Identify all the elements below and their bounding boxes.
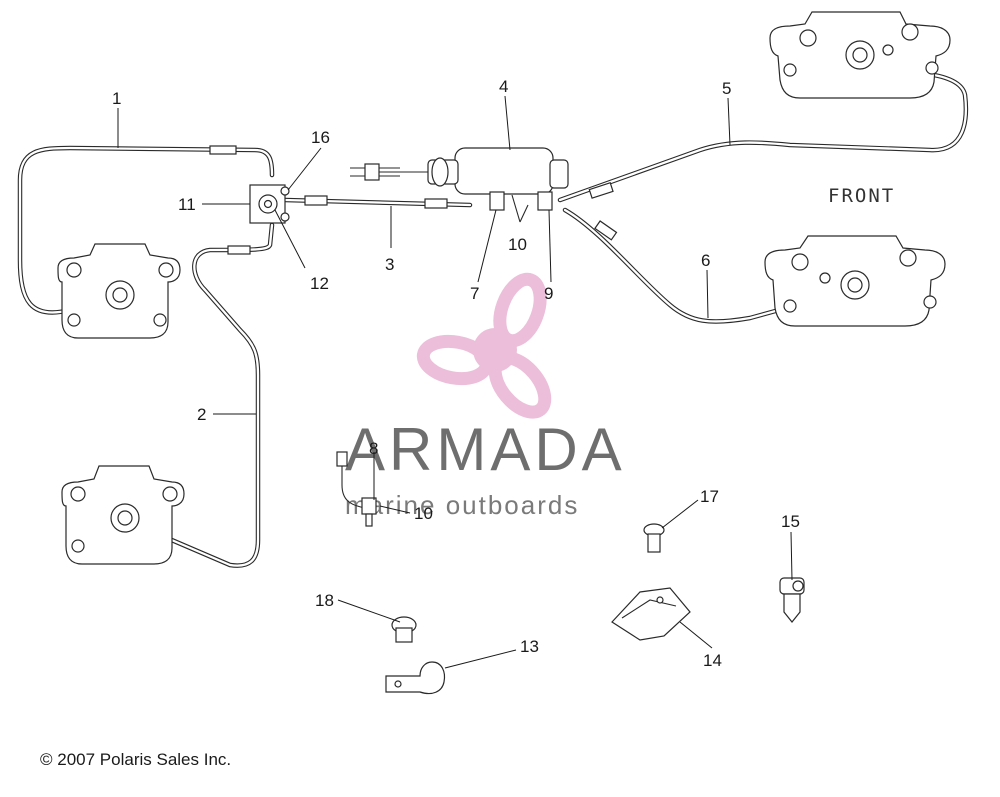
master-cylinder xyxy=(350,147,569,223)
rear-left-caliper xyxy=(57,243,181,339)
brake-line-2 xyxy=(157,222,275,568)
callout-6: 6 xyxy=(701,251,710,270)
brake-switch-8 xyxy=(336,451,377,527)
callout-7: 7 xyxy=(470,284,479,303)
rear-lower-caliper xyxy=(61,465,185,565)
watermark-propeller-logo xyxy=(416,272,552,419)
copyright-text: © 2007 Polaris Sales Inc. xyxy=(40,750,232,769)
watermark-tagline: marine outboards xyxy=(345,490,579,520)
callout-14: 14 xyxy=(703,651,722,670)
clip-14 xyxy=(611,587,691,641)
callout-10-upper: 10 xyxy=(508,235,527,254)
watermark-brand: ARMADA xyxy=(345,416,626,483)
brake-line-6 xyxy=(562,207,833,324)
callout-4: 4 xyxy=(499,77,508,96)
callout-12: 12 xyxy=(310,274,329,293)
callout-17: 17 xyxy=(700,487,719,506)
tee-15 xyxy=(779,577,805,623)
callout-5: 5 xyxy=(722,79,731,98)
clamp-13 xyxy=(385,661,446,695)
callout-13: 13 xyxy=(520,637,539,656)
brake-line-1 xyxy=(17,145,275,315)
bolt-17 xyxy=(643,523,665,553)
brake-line-5 xyxy=(557,62,969,203)
callout-9: 9 xyxy=(544,284,553,303)
leader-lines xyxy=(117,95,793,669)
callout-18: 18 xyxy=(315,591,334,610)
tee-block xyxy=(249,184,290,224)
brake-line-3 xyxy=(282,195,473,209)
callout-3: 3 xyxy=(385,255,394,274)
callout-10-lower: 10 xyxy=(414,504,433,523)
front-upper-caliper xyxy=(769,11,951,99)
callout-2: 2 xyxy=(197,405,206,424)
callout-16: 16 xyxy=(311,128,330,147)
callout-15: 15 xyxy=(781,512,800,531)
callout-11: 11 xyxy=(178,195,196,214)
callout-8: 8 xyxy=(369,439,378,458)
front-label: FRONT xyxy=(828,185,895,207)
front-lower-caliper xyxy=(764,235,946,327)
callout-1: 1 xyxy=(112,89,121,108)
